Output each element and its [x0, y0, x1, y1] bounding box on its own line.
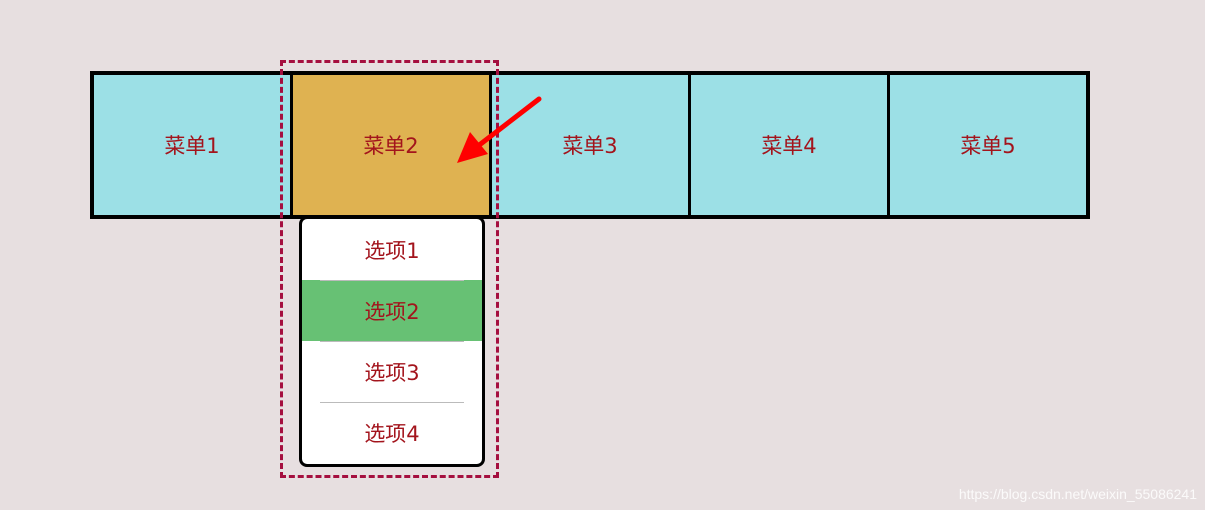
menu-item-4[interactable]: 菜单4 [691, 75, 890, 215]
watermark: https://blog.csdn.net/weixin_55086241 [958, 486, 1197, 502]
menu-item-3[interactable]: 菜单3 [492, 75, 691, 215]
menu-item-1[interactable]: 菜单1 [94, 75, 293, 215]
dropdown-option-1[interactable]: 选项1 [364, 238, 420, 263]
menu-bar: 菜单1 菜单2 菜单3 菜单4 菜单5 [90, 71, 1090, 219]
dropdown-menu: 选项1 选项2 选项3 选项4 [299, 216, 485, 467]
dropdown-option-4[interactable]: 选项4 [302, 402, 482, 463]
menu-item-2[interactable]: 菜单2 [293, 75, 492, 215]
dropdown-option-3[interactable]: 选项3 [302, 341, 482, 402]
menu-item-5[interactable]: 菜单5 [960, 134, 1016, 158]
dropdown-option-2[interactable]: 选项2 [302, 280, 482, 341]
